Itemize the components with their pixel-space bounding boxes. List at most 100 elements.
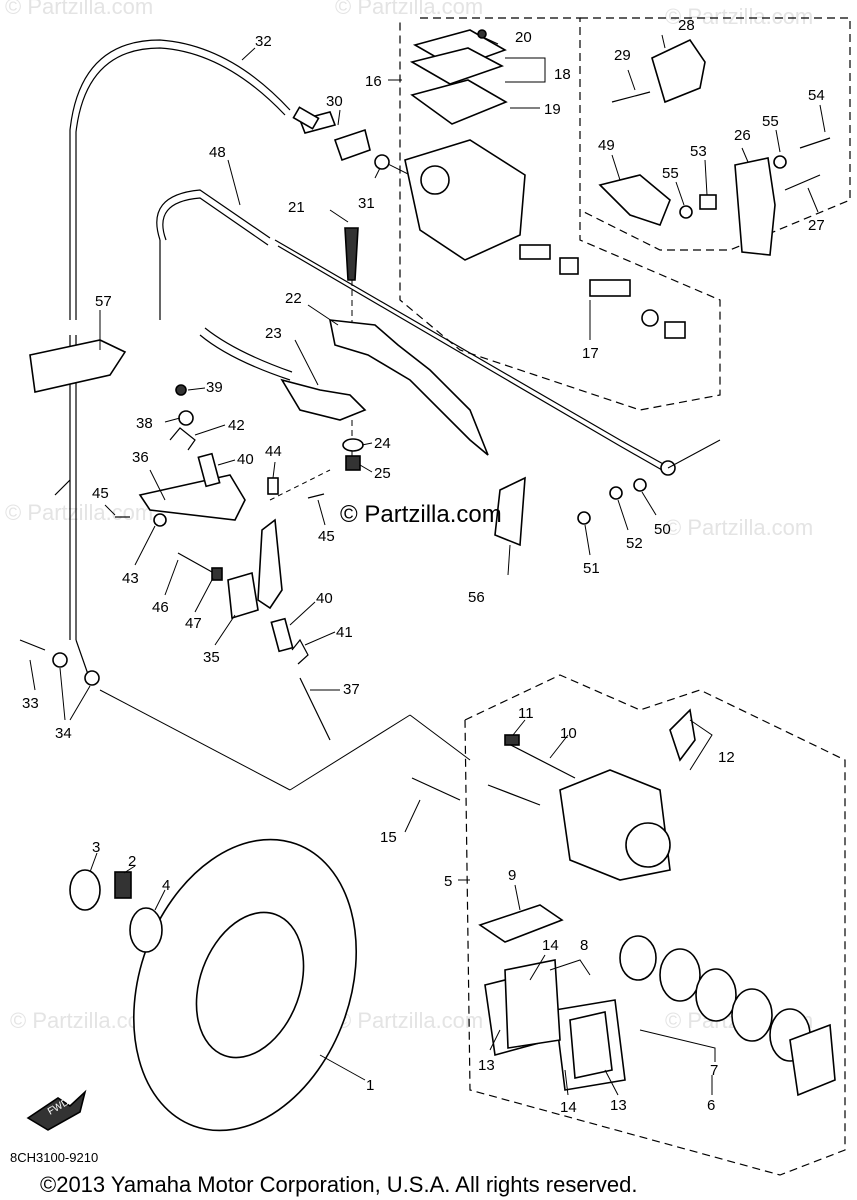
clevis-44 — [267, 477, 279, 495]
callout-1: 1 — [366, 1077, 374, 1094]
caliper-parts — [411, 708, 836, 1097]
pin-10 — [504, 741, 576, 779]
leader-10 — [549, 734, 569, 759]
leader-42 — [194, 424, 226, 436]
washer-38 — [178, 410, 194, 426]
leader-40b — [289, 601, 316, 626]
callout-55a: 55 — [662, 165, 679, 182]
washer-34-b — [84, 670, 100, 686]
callout-49: 49 — [598, 137, 615, 154]
cable-23-b — [204, 327, 293, 373]
diaphragm-19 — [410, 79, 508, 125]
rod-37 — [299, 677, 331, 741]
cable-32-outer — [69, 39, 291, 320]
cables — [69, 39, 676, 640]
callout-20: 20 — [515, 29, 532, 46]
fwd-arrow-icon — [26, 1089, 87, 1131]
callout-32: 32 — [255, 33, 272, 50]
leader-33 — [29, 659, 36, 691]
callout-19: 19 — [544, 101, 561, 118]
callout-51: 51 — [583, 560, 600, 577]
callout-17: 17 — [582, 345, 599, 362]
watermark-bottom-center: © Partzilla.com — [335, 1008, 483, 1033]
watermark-top-right: © Partzilla.com — [665, 4, 813, 29]
washer-52 — [609, 486, 623, 500]
washer-4 — [129, 907, 163, 953]
lever-49 — [598, 174, 671, 226]
callout-48: 48 — [209, 144, 226, 161]
cable-tip — [54, 479, 71, 496]
adjuster-30-a — [298, 111, 337, 134]
bracket-57 — [29, 339, 127, 393]
callout-40a: 40 — [237, 451, 254, 468]
pin-45-b — [307, 493, 325, 499]
brake-disc-hub — [195, 911, 305, 1059]
leader-lines — [29, 34, 826, 1096]
callout-15: 15 — [380, 829, 397, 846]
callout-6: 6 — [707, 1097, 715, 1114]
leader-22 — [307, 304, 339, 326]
leader-7 — [639, 1029, 716, 1062]
caliper-piston — [625, 822, 671, 868]
cap-plate — [409, 47, 505, 85]
leader-30 — [337, 109, 341, 126]
assembly-outlines — [399, 17, 851, 1176]
callout-45a: 45 — [92, 485, 109, 502]
leader-13a — [489, 1029, 501, 1051]
callout-10: 10 — [560, 725, 577, 742]
callout-5: 5 — [444, 873, 452, 890]
piston-seal — [641, 309, 659, 327]
callout-39: 39 — [206, 379, 223, 396]
seal-7-d — [731, 988, 773, 1042]
callout-56: 56 — [468, 589, 485, 606]
watermark-mid-right: © Partzilla.com — [665, 515, 813, 540]
leader-50 — [641, 491, 657, 516]
connector-lines — [99, 159, 721, 791]
leader-45a — [104, 504, 116, 516]
leader-3 — [89, 852, 98, 873]
leader-47 — [194, 577, 214, 613]
piston-17 — [589, 279, 631, 297]
bolt-51 — [577, 511, 591, 525]
callout-43: 43 — [122, 570, 139, 587]
watermark-top-left: © Partzilla.com — [5, 0, 153, 19]
plug-11 — [504, 734, 520, 746]
pad-35 — [227, 571, 259, 620]
cable-48-b — [162, 197, 269, 246]
switch-bracket-outline — [579, 17, 851, 251]
pin-43 — [153, 513, 167, 527]
leader-49 — [611, 154, 621, 181]
leader-43 — [134, 525, 156, 566]
callout-47: 47 — [185, 615, 202, 632]
callout-12: 12 — [718, 749, 735, 766]
master-cylinder-parts — [298, 29, 686, 339]
cable-23 — [199, 334, 291, 381]
callout-3: 3 — [92, 839, 100, 856]
callout-16: 16 — [365, 73, 382, 90]
leader-46 — [164, 559, 179, 596]
nut-25 — [345, 455, 361, 471]
washer-31 — [374, 154, 390, 170]
callout-28: 28 — [678, 17, 695, 34]
callout-4: 4 — [162, 877, 170, 894]
caliper-outline — [464, 674, 846, 1176]
callout-53: 53 — [690, 143, 707, 160]
watermarks: © Partzilla.com © Partzilla.com © Partzi… — [5, 0, 813, 1033]
watermark-mid-left: © Partzilla.com — [5, 500, 153, 525]
callout-46: 46 — [152, 599, 169, 616]
leader-4 — [154, 889, 166, 911]
master-cylinder-outline — [399, 17, 721, 411]
line-34-to-caliper — [99, 689, 291, 791]
nut-39 — [175, 384, 187, 396]
spring-42 — [169, 427, 196, 451]
washer-34-a — [52, 652, 68, 668]
leader-8 — [549, 959, 591, 976]
leader-23 — [294, 339, 319, 386]
screw-29 — [611, 91, 651, 103]
callout-9: 9 — [508, 867, 516, 884]
bleeder-12 — [669, 708, 696, 762]
leader-9 — [514, 884, 521, 911]
callout-11: 11 — [518, 705, 534, 722]
piston-cup-a — [559, 257, 579, 275]
